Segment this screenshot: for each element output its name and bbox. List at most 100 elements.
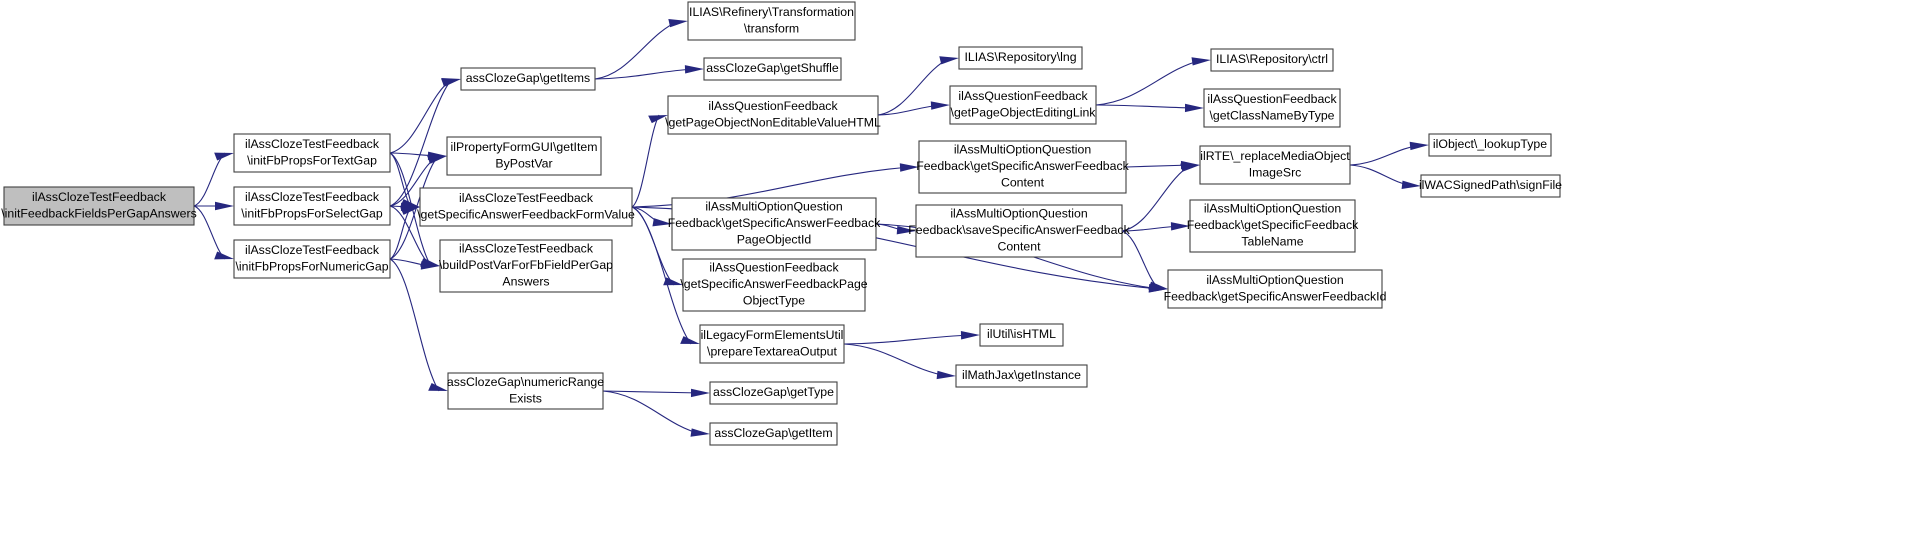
edge-n3-to-n8 bbox=[389, 258, 448, 392]
node-il-ass-multi-option-question-feedback-get-specific-answer-feedback-pag-line-1: Feedback\getSpecificAnswerFeedback bbox=[668, 216, 881, 230]
node-il-ass-question-feedback-get-specific-answer-feedback-page-object-type[interactable]: ilAssQuestionFeedback\getSpecificAnswerF… bbox=[680, 258, 868, 312]
node-ass-cloze-gap-get-type-label: assClozeGap\getType bbox=[713, 385, 834, 399]
edge-n25-to-n28 bbox=[1349, 141, 1429, 166]
node-il-ass-cloze-test-feedback-init-fb-props-for-select-gap-line-1: \initFbPropsForSelectGap bbox=[241, 207, 383, 221]
node-il-ass-cloze-test-feedback-init-feedback-fields-per-gap-answers-label: ilAssClozeTestFeedback\initFeedbackField… bbox=[1, 190, 196, 221]
node-il-ass-question-feedback-get-page-object-non-editable-value-html-box[interactable] bbox=[667, 95, 879, 135]
node-il-ass-multi-option-question-feedback-get-specific-feedback-table-name-box[interactable] bbox=[1189, 199, 1356, 253]
node-ass-cloze-gap-get-type[interactable]: assClozeGap\getType bbox=[709, 381, 838, 405]
node-il-ass-cloze-test-feedback-init-fb-props-for-numeric-gap-line-1: \initFbPropsForNumericGap bbox=[235, 260, 388, 274]
node-ilias-refinery-transformation-transform-line-1: \transform bbox=[744, 22, 799, 36]
node-ass-cloze-gap-get-item[interactable]: assClozeGap\getItem bbox=[709, 422, 838, 446]
node-il-ass-cloze-test-feedback-init-fb-props-for-text-gap-box[interactable] bbox=[233, 133, 391, 173]
node-il-wacsigned-path-sign-file-line-0: ilWACSignedPath\signFile bbox=[1419, 178, 1562, 192]
node-il-wacsigned-path-sign-file-box[interactable] bbox=[1420, 174, 1561, 198]
node-il-ass-question-feedback-get-page-object-non-editable-value-html[interactable]: ilAssQuestionFeedback\getPageObjectNonEd… bbox=[665, 95, 881, 135]
arrowhead-icon bbox=[680, 336, 700, 344]
node-il-ass-multi-option-question-feedback-get-specific-answer-feedback-id-line-0: ilAssMultiOptionQuestion bbox=[1206, 273, 1344, 287]
node-ass-cloze-gap-get-shuffle[interactable]: assClozeGap\getShuffle bbox=[703, 57, 842, 81]
edge-n0-to-n2 bbox=[194, 201, 234, 211]
node-il-ass-question-feedback-get-page-object-editing-link[interactable]: ilAssQuestionFeedback\getPageObjectEditi… bbox=[949, 85, 1097, 125]
arrowhead-icon bbox=[428, 383, 448, 391]
node-il-util-is-html-label: ilUtil\isHTML bbox=[987, 327, 1056, 341]
node-il-ass-cloze-test-feedback-init-fb-props-for-select-gap[interactable]: ilAssClozeTestFeedback \initFbPropsForSel… bbox=[233, 186, 391, 226]
node-il-ass-cloze-test-feedback-get-specific-answer-feedback-form-value[interactable]: ilAssClozeTestFeedback\getSpecificAnswer… bbox=[417, 187, 635, 227]
arrowhead-icon bbox=[1148, 281, 1168, 290]
arrowhead-icon bbox=[1401, 180, 1421, 190]
node-il-ass-cloze-test-feedback-init-fb-props-for-select-gap-line-0: ilAssClozeTestFeedback bbox=[245, 190, 380, 204]
node-il-util-is-html[interactable]: ilUtil\isHTML bbox=[979, 323, 1064, 347]
node-il-legacy-form-elements-util-prepare-textarea-output-line-1: \prepareTextareaOutput bbox=[707, 345, 837, 359]
node-il-ass-question-feedback-get-class-name-by-type-label: ilAssQuestionFeedback\getClassNameByType bbox=[1207, 92, 1337, 123]
node-il-ass-cloze-test-feedback-init-feedback-fields-per-gap-answers[interactable]: ilAssClozeTestFeedback\initFeedbackField… bbox=[1, 186, 197, 226]
node-il-object-lookup-type[interactable]: ilObject\_lookupType bbox=[1428, 133, 1552, 157]
node-ass-cloze-gap-get-shuffle-box[interactable] bbox=[703, 57, 842, 81]
node-il-util-is-html-box[interactable] bbox=[979, 323, 1064, 347]
node-il-ass-cloze-test-feedback-init-fb-props-for-text-gap[interactable]: ilAssClozeTestFeedback\initFbPropsForTex… bbox=[233, 133, 391, 173]
node-il-ass-multi-option-question-feedback-get-specific-answer-feedback-pag-line-2: PageObjectId bbox=[737, 233, 812, 247]
node-ilias-repository-lng-line-0: ILIAS\Repository\lng bbox=[964, 50, 1076, 64]
node-ass-cloze-gap-get-items[interactable]: assClozeGap\getItems bbox=[460, 67, 596, 91]
node-il-ass-multi-option-question-feedback-get-specific-answer-feedback-con-line-0: ilAssMultiOptionQuestion bbox=[954, 143, 1092, 157]
edge-n20-to-n26 bbox=[1121, 222, 1190, 232]
arrowhead-icon bbox=[214, 152, 234, 161]
node-il-legacy-form-elements-util-prepare-textarea-output-box[interactable] bbox=[699, 324, 845, 364]
node-ilias-repository-ctrl-box[interactable] bbox=[1210, 48, 1334, 72]
node-il-util-is-html-line-0: ilUtil\isHTML bbox=[987, 327, 1056, 341]
node-il-ass-question-feedback-get-specific-answer-feedback-page-object-type-box[interactable] bbox=[682, 258, 866, 312]
node-il-ass-multi-option-question-feedback-get-specific-answer-feedback-con-box[interactable] bbox=[918, 140, 1127, 194]
node-il-ass-cloze-test-feedback-build-post-var-for-fb-field-per-gap-answers-box[interactable] bbox=[439, 239, 613, 293]
node-il-rte-replace-media-object-image-src-box[interactable] bbox=[1199, 145, 1351, 185]
node-ass-cloze-gap-get-item-box[interactable] bbox=[709, 422, 838, 446]
node-ass-cloze-gap-numeric-range-exists-box[interactable] bbox=[447, 372, 604, 410]
node-il-ass-cloze-test-feedback-init-fb-props-for-text-gap-line-0: ilAssClozeTestFeedback bbox=[245, 137, 380, 151]
node-il-ass-question-feedback-get-page-object-editing-link-box[interactable] bbox=[949, 85, 1097, 125]
node-il-ass-question-feedback-get-class-name-by-type[interactable]: ilAssQuestionFeedback\getClassNameByType bbox=[1203, 88, 1341, 128]
node-il-math-jax-get-instance[interactable]: ilMathJax\getInstance bbox=[955, 364, 1088, 388]
node-ilias-refinery-transformation-transform[interactable]: ILIAS\Refinery\Transformation\transform bbox=[687, 1, 856, 41]
node-il-object-lookup-type-box[interactable] bbox=[1428, 133, 1552, 157]
node-il-ass-cloze-test-feedback-get-specific-answer-feedback-form-value-box[interactable] bbox=[419, 187, 633, 227]
arrowhead-icon bbox=[668, 18, 688, 28]
node-ilias-repository-ctrl[interactable]: ILIAS\Repository\ctrl bbox=[1210, 48, 1334, 72]
node-il-rte-replace-media-object-image-src-line-1: ImageSrc bbox=[1249, 166, 1302, 180]
node-il-wacsigned-path-sign-file[interactable]: ilWACSignedPath\signFile bbox=[1419, 174, 1562, 198]
node-il-ass-multi-option-question-feedback-get-specific-answer-feedback-pag-box[interactable] bbox=[671, 197, 877, 251]
node-il-ass-cloze-test-feedback-build-post-var-for-fb-field-per-gap-answers-line-1: \buildPostVarForFbFieldPerGap bbox=[439, 258, 613, 272]
arrowhead-icon bbox=[1184, 103, 1204, 113]
node-il-ass-cloze-test-feedback-get-specific-answer-feedback-form-value-line-1: \getSpecificAnswerFeedbackFormValue bbox=[417, 208, 635, 222]
node-il-ass-cloze-test-feedback-build-post-var-for-fb-field-per-gap-answers[interactable]: ilAssClozeTestFeedback\buildPostVarForFb… bbox=[439, 239, 613, 293]
node-il-ass-cloze-test-feedback-init-fb-props-for-numeric-gap[interactable]: ilAssClozeTestFeedback\initFbPropsForNum… bbox=[233, 239, 391, 279]
node-ass-cloze-gap-get-item-label: assClozeGap\getItem bbox=[714, 426, 832, 440]
node-il-ass-question-feedback-get-specific-answer-feedback-page-object-type-line-1: \getSpecificAnswerFeedbackPage bbox=[680, 277, 867, 291]
node-ilias-repository-lng[interactable]: ILIAS\Repository\lng bbox=[958, 46, 1083, 70]
node-ilias-repository-lng-box[interactable] bbox=[958, 46, 1083, 70]
arrowhead-icon bbox=[420, 261, 440, 270]
node-il-property-form-gui-get-item-by-post-var-box[interactable] bbox=[446, 136, 602, 176]
node-il-ass-multi-option-question-feedback-save-specific-answer-feedback-co-box[interactable] bbox=[915, 204, 1123, 258]
node-il-ass-question-feedback-get-class-name-by-type-box[interactable] bbox=[1203, 88, 1341, 128]
edge-n18-to-n23 bbox=[1095, 57, 1211, 106]
edge-n3-to-n5 bbox=[389, 155, 447, 260]
edge-n8-to-n16 bbox=[602, 390, 710, 437]
node-il-legacy-form-elements-util-prepare-textarea-output[interactable]: ilLegacyFormElementsUtil\prepareTextarea… bbox=[699, 324, 845, 364]
node-ass-cloze-gap-get-type-box[interactable] bbox=[709, 381, 838, 405]
node-ilias-refinery-transformation-transform-label: ILIAS\Refinery\Transformation\transform bbox=[689, 5, 854, 36]
node-ass-cloze-gap-get-items-box[interactable] bbox=[460, 67, 596, 91]
node-ass-cloze-gap-get-shuffle-label: assClozeGap\getShuffle bbox=[706, 61, 839, 75]
node-il-ass-cloze-test-feedback-init-fb-props-for-numeric-gap-box[interactable] bbox=[233, 239, 391, 279]
node-il-math-jax-get-instance-box[interactable] bbox=[955, 364, 1088, 388]
node-il-ass-multi-option-question-feedback-get-specific-answer-feedback-id-box[interactable] bbox=[1167, 269, 1383, 309]
node-il-ass-cloze-test-feedback-init-fb-props-for-select-gap-box[interactable] bbox=[233, 186, 391, 226]
node-ilias-refinery-transformation-transform-box[interactable] bbox=[687, 1, 856, 41]
node-il-ass-cloze-test-feedback-init-feedback-fields-per-gap-answers-box[interactable] bbox=[3, 186, 195, 226]
